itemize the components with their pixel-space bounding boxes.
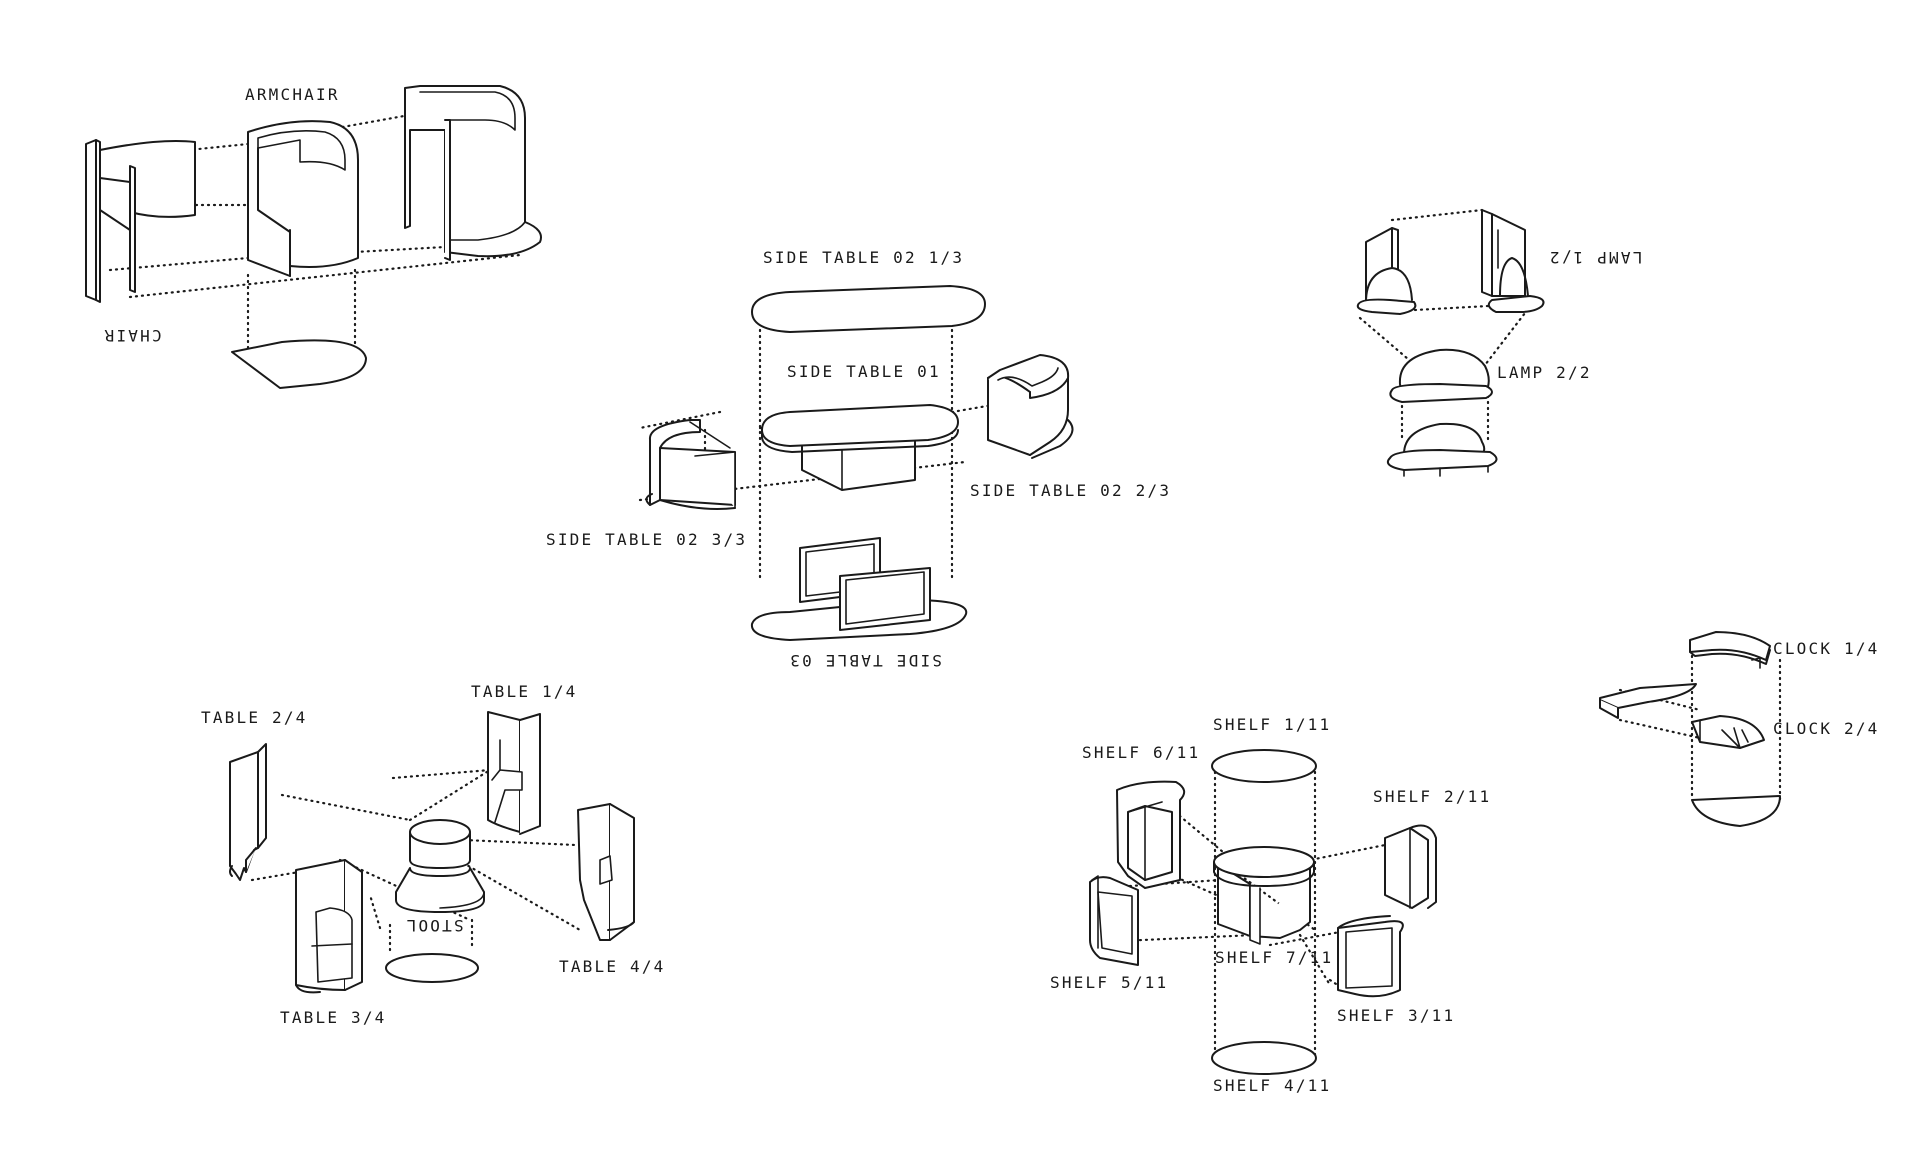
- label-table-1-4: TABLE 1/4: [471, 682, 578, 701]
- lamp-part-right-icon: [1481, 209, 1545, 313]
- lamp-base-icon: [1386, 422, 1498, 477]
- table-stool-group: TABLE 1/4 TABLE 2/4 TABLE 3/4 TABLE 4/4 …: [201, 682, 666, 1027]
- clock-part-2-icon: [1691, 715, 1765, 749]
- label-clock-2-4: CLOCK 2/4: [1773, 719, 1880, 738]
- shelf-5-icon: [1089, 875, 1139, 966]
- label-chair: CHAIR: [102, 326, 161, 345]
- table-part-2-icon: [229, 743, 267, 881]
- label-side-table-02-1-3: SIDE TABLE 02 1/3: [763, 248, 964, 267]
- side-table-top-icon: [751, 285, 986, 333]
- label-side-table-03: SIDE TABLE 03: [788, 651, 942, 670]
- table-part-4-icon: [577, 803, 635, 941]
- lamp-group: LAMP 1/2 LAMP 2/2: [1356, 208, 1643, 477]
- label-side-table-02-3-3: SIDE TABLE 02 3/3: [546, 530, 747, 549]
- shelf-6-icon: [1116, 780, 1186, 889]
- label-table-4-4: TABLE 4/4: [559, 957, 666, 976]
- side-table-01-icon: [761, 404, 959, 491]
- label-lamp-2-2: LAMP 2/2: [1497, 363, 1592, 382]
- side-table-02-right-icon: [987, 354, 1074, 459]
- label-table-2-4: TABLE 2/4: [201, 708, 308, 727]
- label-lamp-1-2: LAMP 1/2: [1548, 248, 1643, 267]
- label-armchair: ARMCHAIR: [245, 85, 340, 104]
- shelf-group: SHELF 1/11 SHELF 2/11 SHELF 3/11 SHELF 4…: [1050, 715, 1491, 1095]
- label-side-table-02-2-3: SIDE TABLE 02 2/3: [970, 481, 1171, 500]
- label-side-table-01: SIDE TABLE 01: [787, 362, 941, 381]
- side-table-03-icon: [750, 537, 968, 641]
- label-table-3-4: TABLE 3/4: [280, 1008, 387, 1027]
- table-part-1-icon: [487, 711, 541, 835]
- label-shelf-3-11: SHELF 3/11: [1337, 1006, 1455, 1025]
- stool-base-icon: [385, 953, 479, 983]
- side-table-group: SIDE TABLE 02 1/3 SIDE TABLE 01 SIDE TAB…: [546, 248, 1171, 670]
- chair-part-icon: [85, 139, 196, 303]
- shelf-2-icon: [1384, 824, 1437, 909]
- side-table-02-left-icon: [645, 419, 736, 510]
- armchair-core-icon: [247, 120, 359, 277]
- label-shelf-5-11: SHELF 5/11: [1050, 973, 1168, 992]
- clock-part-1-icon: [1689, 631, 1771, 669]
- shelf-7-icon: [1213, 846, 1315, 945]
- seat-plate-icon: [231, 339, 367, 389]
- shelf-4-icon: [1211, 1041, 1317, 1075]
- shelf-1-icon: [1211, 749, 1317, 783]
- stool-icon: [395, 819, 485, 913]
- label-shelf-4-11: SHELF 4/11: [1213, 1076, 1331, 1095]
- armchair-back-icon: [404, 85, 542, 261]
- label-shelf-7-11: SHELF 7/11: [1215, 948, 1333, 967]
- clock-base-icon: [1691, 795, 1781, 827]
- label-shelf-1-11: SHELF 1/11: [1213, 715, 1331, 734]
- clock-group: CLOCK 1/4 CLOCK 2/4: [1599, 631, 1880, 827]
- label-stool: STOOL: [404, 916, 463, 935]
- lamp-part-left-icon: [1356, 227, 1417, 315]
- chair-armchair-group: ARMCHAIR CHAIR: [85, 85, 542, 389]
- label-clock-1-4: CLOCK 1/4: [1773, 639, 1880, 658]
- table-part-3-icon: [295, 859, 363, 994]
- shelf-3-icon: [1337, 915, 1404, 998]
- label-shelf-2-11: SHELF 2/11: [1373, 787, 1491, 806]
- label-shelf-6-11: SHELF 6/11: [1082, 743, 1200, 762]
- clock-part-3-icon: [1599, 683, 1697, 719]
- lamp-shade-icon: [1389, 348, 1493, 403]
